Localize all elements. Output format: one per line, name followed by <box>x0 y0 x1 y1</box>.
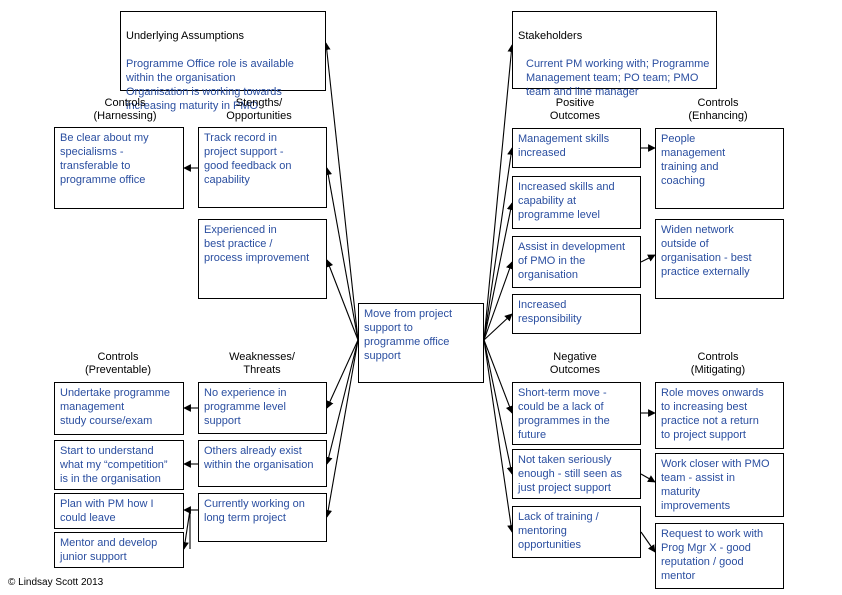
stakeholders-title: Stakeholders <box>518 30 583 42</box>
underlying-assumptions-text: Programme Office role is available withi… <box>126 58 294 112</box>
negative-outcome-box-3: Lack of training / mentoring opportuniti… <box>512 506 641 558</box>
mitigating-box-1: Role moves onwards to increasing best pr… <box>655 382 784 449</box>
strength-box-2: Experienced in best practice / process i… <box>198 219 327 299</box>
copyright-notice: © Lindsay Scott 2013 <box>8 577 104 588</box>
arrow-weakness3-to-preventable-4 <box>181 509 191 550</box>
preventable-box-1: Undertake programme management study cou… <box>54 382 184 435</box>
positive-outcome-box-4: Increased responsibility <box>512 294 641 334</box>
arrow-positive3-to-enhancing <box>640 254 656 263</box>
harnessing-box-1: Be clear about my specialisms - transfer… <box>54 127 184 209</box>
arrow-to-weakness-2 <box>324 339 359 465</box>
positive-outcome-box-1: Management skills increased <box>512 128 641 168</box>
header-positive-outcomes: Positive Outcomes <box>549 97 601 122</box>
arrow-to-weakness-3 <box>324 339 359 518</box>
arrow-negative3-to-mitigating <box>640 531 656 553</box>
arrow-negative2-to-mitigating <box>640 473 656 483</box>
arrow-to-strength-1 <box>324 167 359 341</box>
stakeholders-text: Current PM working with; Programme Manag… <box>526 58 710 98</box>
central-goal-box: Move from project support to programme o… <box>358 303 484 383</box>
arrow-to-positive-4 <box>483 313 513 341</box>
header-negative-outcomes: Negative Outcomes <box>549 351 601 376</box>
enhancing-box-1: People management training and coaching <box>655 128 784 209</box>
arrow-to-positive-2 <box>483 202 515 341</box>
arrow-to-stakeholders <box>483 44 516 341</box>
positive-outcome-box-3: Assist in development of PMO in the orga… <box>512 236 641 288</box>
weakness-box-2: Others already exist within the organisa… <box>198 440 327 487</box>
arrow-to-assumptions <box>322 42 359 341</box>
preventable-box-2: Start to understand what my “competition… <box>54 440 184 490</box>
underlying-assumptions-title: Underlying Assumptions <box>126 30 245 42</box>
arrow-to-negative-2 <box>483 339 515 475</box>
header-controls-harnessing: Controls (Harnessing) <box>93 97 157 122</box>
mitigating-box-3: Request to work with Prog Mgr X - good r… <box>655 523 784 589</box>
header-weaknesses: Weaknesses/ Threats <box>229 351 295 376</box>
header-controls-preventable: Controls (Preventable) <box>84 351 152 376</box>
arrow-to-positive-1 <box>483 147 515 341</box>
positive-outcome-box-2: Increased skills and capability at progr… <box>512 176 641 229</box>
stakeholders-box: Stakeholders Current PM working with; Pr… <box>512 11 717 98</box>
preventable-box-4: Mentor and develop junior support <box>54 532 184 568</box>
arrow-to-negative-1 <box>483 339 514 414</box>
enhancing-box-2: Widen network outside of organisation - … <box>655 219 784 299</box>
arrow-to-strength-2 <box>325 259 359 341</box>
arrow-to-weakness-1 <box>326 339 359 409</box>
weakness-box-3: Currently working on long term project <box>198 493 327 542</box>
arrow-to-positive-3 <box>483 261 514 341</box>
negative-outcome-box-2: Not taken seriously enough - still seen … <box>512 449 641 499</box>
header-strengths: Stengths/ Opportunities <box>226 97 292 122</box>
underlying-assumptions-box: Underlying Assumptions Programme Office … <box>120 11 326 112</box>
header-controls-mitigating: Controls (Mitigating) <box>690 351 746 376</box>
arrow-to-negative-3 <box>483 339 515 533</box>
weakness-box-1: No experience in programme level support <box>198 382 327 434</box>
strength-box-1: Track record in project support - good f… <box>198 127 327 208</box>
header-controls-enhancing: Controls (Enhancing) <box>688 97 748 122</box>
negative-outcome-box-1: Short-term move - could be a lack of pro… <box>512 382 641 445</box>
mitigating-box-2: Work closer with PMO team - assist in ma… <box>655 453 784 517</box>
preventable-box-3: Plan with PM how I could leave <box>54 493 184 529</box>
